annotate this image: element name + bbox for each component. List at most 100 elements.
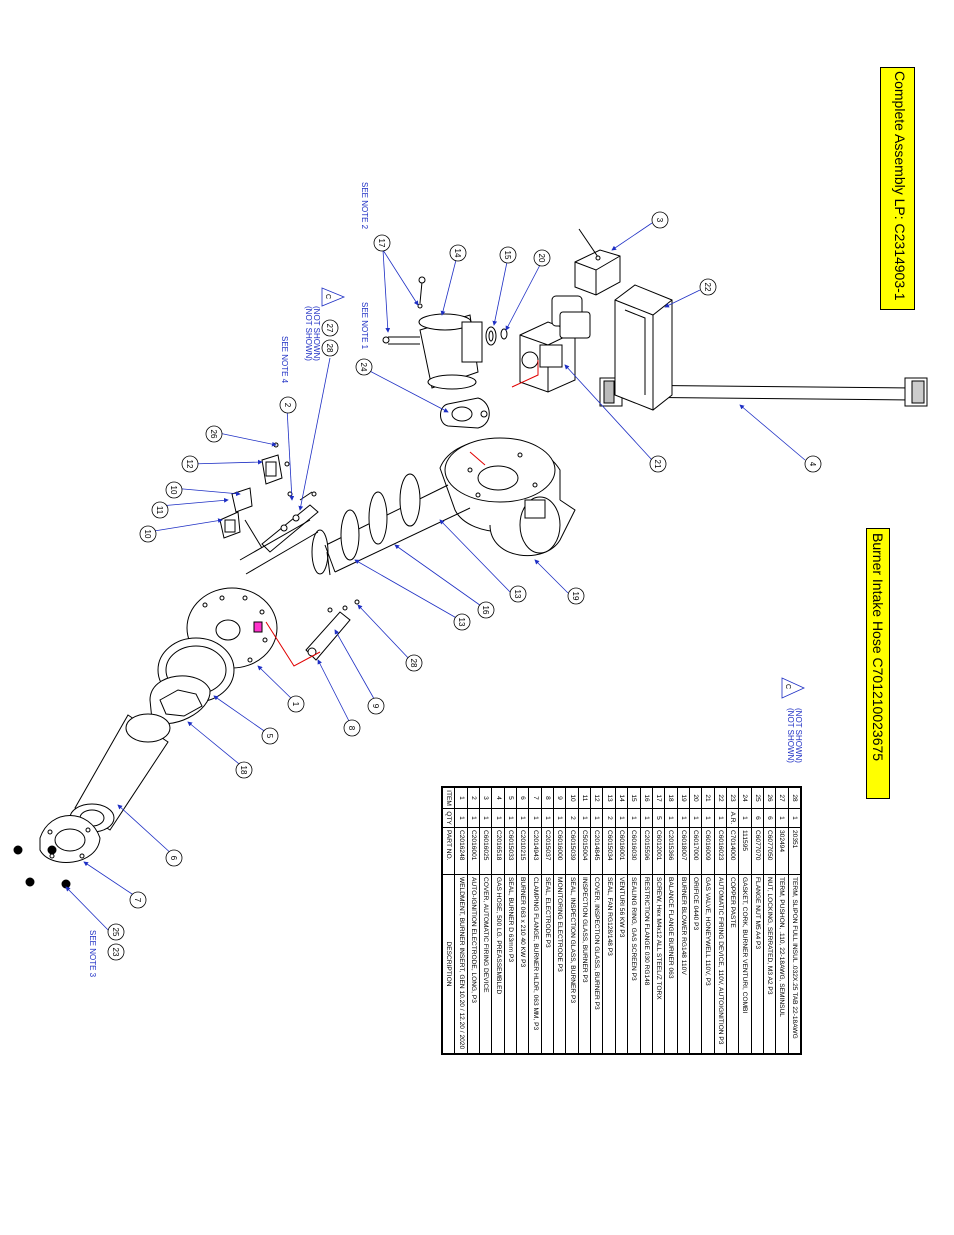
bom-cell-item: 1 [454, 787, 468, 809]
bom-cell-part: C2015037 [541, 827, 554, 875]
red-centerlines [265, 360, 539, 667]
sealing-ring-and-orifice [485, 326, 508, 346]
bom-cell-desc: BURNER BLOWER RG148 110V [677, 874, 690, 1054]
bom-cell-qty: 1 [504, 808, 517, 828]
balloon [699, 278, 717, 296]
bom-cell-item: 17 [652, 787, 665, 809]
bom-cell-part: C2015596 [640, 827, 653, 875]
balloon [235, 761, 253, 779]
balloon [651, 211, 669, 229]
svg-text:10: 10 [143, 530, 152, 539]
bom-cell-desc: FLANGE NUT M5 A4 P3 [751, 874, 764, 1054]
firing-device [614, 284, 673, 411]
bom-cell-desc: SEAL, ELECTRODE P3 [541, 874, 554, 1054]
svg-text:22: 22 [703, 283, 712, 292]
bom-cell-desc: VENTURI 56 KW P3 [615, 874, 628, 1054]
bom-cell-qty: 6 [751, 808, 764, 828]
bom-cell-item: 13 [603, 787, 616, 809]
bom-cell-qty: 1 [578, 808, 591, 828]
svg-text:2: 2 [283, 403, 292, 408]
svg-text:25: 25 [111, 928, 120, 937]
fan-tube [311, 473, 471, 576]
bom-cell-part: C2010215 [516, 827, 529, 875]
svg-text:6: 6 [169, 856, 178, 861]
bom-cell-item: 27 [775, 787, 789, 809]
bom-cell-part: C5015004 [578, 827, 591, 875]
bom-cell-qty: 1 [467, 808, 480, 828]
item-balloons [107, 211, 822, 961]
bom-cell-desc: BALANCE FLANGE BURNER 063 [664, 874, 678, 1054]
bom-cell-item: 19 [677, 787, 690, 809]
svg-text:16: 16 [481, 606, 490, 615]
bom-cell-item: 6 [516, 787, 529, 809]
inspection-glass-stack [219, 442, 290, 539]
bom-cell-desc: SEAL, INSPECTION GLASS, BURNER P3 [565, 874, 579, 1054]
bom-cell-qty: 1 [615, 808, 628, 828]
bom-cell-desc: TERM, PUSHON, .110, 22-18AWG, SEMINSUL [775, 874, 789, 1054]
bom-cell-desc: GASKET, CORK, BURNER VENTURI, COMBI [738, 874, 752, 1054]
balloon [567, 587, 585, 605]
bom-cell-qty: 1 [788, 808, 801, 828]
bom-cell-desc: COPPER PASTE [726, 874, 739, 1054]
bom-cell-item: 28 [788, 787, 801, 809]
bom-cell-item: 3 [479, 787, 492, 809]
bom-cell-qty: 1 [491, 808, 505, 828]
svg-text:8: 8 [347, 726, 356, 731]
bom-cell-desc: RESTRICTION FLANGE 030 RG148 [640, 874, 653, 1054]
intake-hose-title-box: Burner Intake Hose C701210023675 [866, 528, 890, 799]
balloon-numbers: 3 22 4 21 20 15 14 17 24 27 28 19 13 16 … [111, 218, 817, 957]
balloon [165, 481, 183, 499]
svg-text:(NOT SHOWN): (NOT SHOWN) [312, 306, 321, 361]
bom-cell-qty: 1 [689, 808, 702, 828]
balloon [343, 719, 361, 737]
balloon [355, 358, 373, 376]
bom-cell-item: 12 [590, 787, 603, 809]
svg-text:4: 4 [808, 462, 817, 467]
bom-cell-qty: 1 [640, 808, 653, 828]
svg-text:15: 15 [503, 251, 512, 260]
bom-cell-item: 10 [565, 787, 579, 809]
bom-cell-qty: 1 [714, 808, 727, 828]
bom-cell-desc: INSPECTION GLASS, BURNER P3 [578, 874, 591, 1054]
svg-text:9: 9 [371, 704, 380, 709]
svg-text:28: 28 [409, 659, 418, 668]
balloon [373, 234, 391, 252]
svg-text:17: 17 [377, 239, 386, 248]
bom-header-qty: QTY [442, 808, 455, 828]
bom-cell-item: 11 [578, 787, 591, 809]
bom-cell-qty: 1 [516, 808, 529, 828]
bom-cell-item: 5 [504, 787, 517, 809]
balloon [151, 501, 169, 519]
bom-cell-qty: 5 [652, 808, 665, 828]
bom-cell-item: 23 [726, 787, 739, 809]
bom-cell-qty: 1 [590, 808, 603, 828]
bom-cell-part: C6016025 [479, 827, 492, 875]
balloon [139, 525, 157, 543]
svg-text:13: 13 [457, 618, 466, 627]
balloon [205, 425, 223, 443]
complete-assembly-title-box: Complete Assembly LP: C2314903-1 [880, 67, 915, 310]
svg-text:23: 23 [111, 948, 120, 957]
balloon [449, 244, 467, 262]
balloon [107, 943, 125, 961]
